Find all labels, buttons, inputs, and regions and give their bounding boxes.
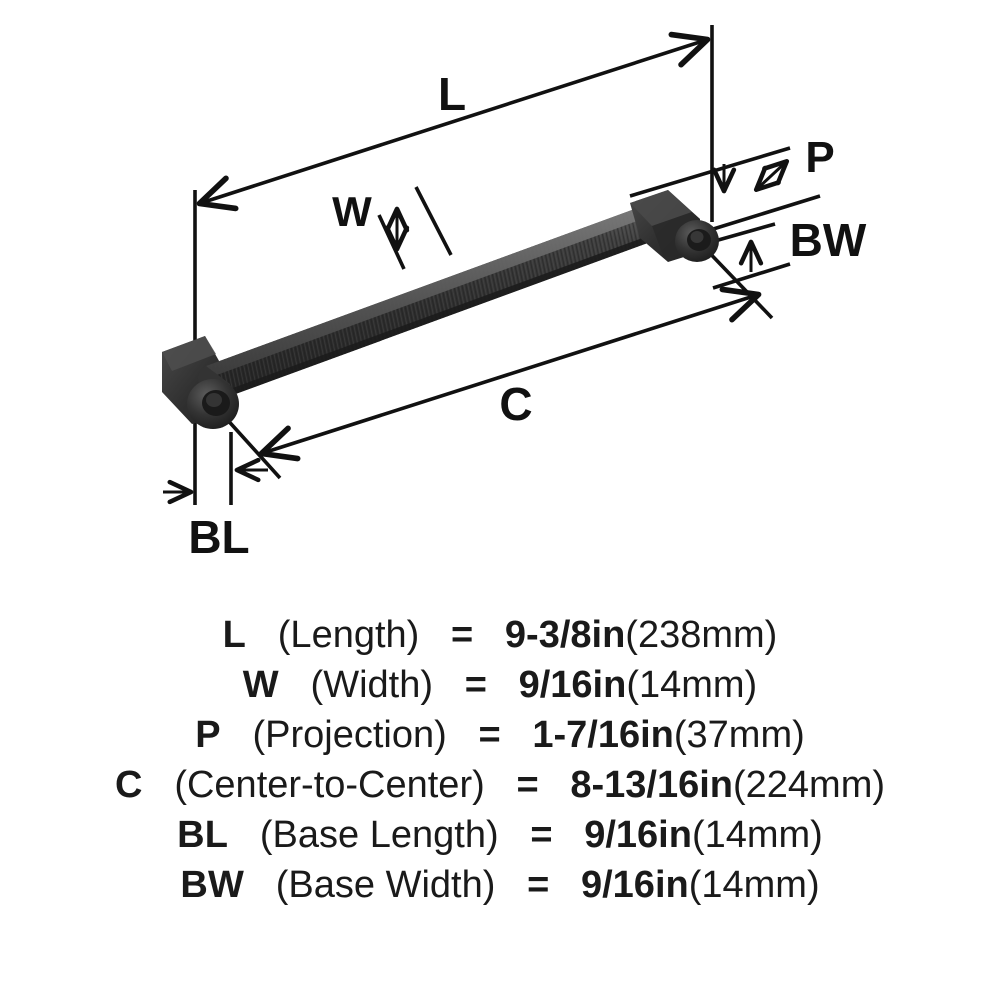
spec-row-base-width: BW (Base Width) = 9/16in(14mm) — [0, 866, 1000, 916]
dimension-C: C — [212, 241, 774, 480]
dimension-label-L: L — [438, 68, 466, 120]
spec-code-base-width: BW — [180, 864, 245, 906]
spec-metric-length: (238mm) — [625, 614, 778, 656]
handle-bar-lower-edge — [222, 233, 664, 396]
spec-name-projection: (Projection) — [252, 714, 447, 756]
spec-equals-base-length: = — [530, 814, 553, 856]
dimension-L: L — [196, 31, 711, 212]
spec-equals-width: = — [464, 664, 487, 706]
spec-equals-center-to-center: = — [516, 764, 539, 806]
spec-row-length: L (Length) = 9-3/8in(238mm) — [0, 616, 1000, 666]
dimension-label-BL: BL — [188, 511, 249, 563]
spec-value-projection: 1-7/16in — [532, 714, 674, 756]
specification-list: L (Length) = 9-3/8in(238mm) W (Width) = … — [0, 616, 1000, 916]
dimension-label-C: C — [499, 378, 532, 430]
spec-metric-projection: (37mm) — [673, 714, 805, 756]
spec-value-center-to-center: 8-13/16in — [570, 764, 733, 806]
spec-equals-base-width: = — [527, 864, 550, 906]
right-base-inner-highlight — [690, 231, 704, 243]
spec-row-projection: P (Projection) = 1-7/16in(37mm) — [0, 716, 1000, 766]
spec-equals-projection: = — [478, 714, 501, 756]
extension-line-p-upper — [629, 146, 791, 198]
spec-row-center-to-center: C (Center-to-Center) = 8-13/16in(224mm) — [0, 766, 1000, 816]
spec-value-width: 9/16in — [518, 664, 627, 706]
spec-name-base-width: (Base Width) — [275, 864, 496, 906]
spec-value-length: 9-3/8in — [504, 614, 626, 656]
handle-bar-rib-texture — [206, 207, 664, 396]
left-foot-top-facet — [162, 336, 216, 371]
spec-code-projection: P — [195, 714, 221, 756]
dimension-BL: BL — [163, 457, 268, 563]
spec-code-length: L — [222, 614, 247, 656]
spec-metric-width: (14mm) — [626, 664, 758, 706]
spec-row-base-length: BL (Base Length) = 9/16in(14mm) — [0, 816, 1000, 866]
handle-bar-top-bevel — [206, 207, 648, 376]
dimension-label-P: P — [805, 133, 834, 182]
extension-line-w-upper — [414, 186, 453, 256]
spec-equals-length: = — [451, 614, 474, 656]
product-diagram: L W P — [162, 25, 867, 563]
spec-code-width: W — [242, 664, 279, 706]
extension-line-bw-lower — [712, 262, 791, 290]
spec-name-width: (Width) — [310, 664, 433, 706]
handle-product-illustration — [162, 190, 719, 429]
spec-name-base-length: (Base Length) — [259, 814, 499, 856]
handle-bar — [197, 207, 664, 396]
spec-value-base-length: 9/16in — [584, 814, 692, 856]
diagram-canvas: L W P — [162, 25, 867, 563]
dimension-line-L — [196, 31, 711, 212]
dimension-BW: BW — [689, 214, 867, 290]
spec-row-width: W (Width) = 9/16in(14mm) — [0, 666, 1000, 716]
left-base-mount — [187, 379, 239, 429]
dimension-label-W: W — [332, 188, 372, 235]
spec-metric-center-to-center: (224mm) — [732, 764, 886, 806]
left-base-inner-highlight — [206, 393, 222, 407]
dimension-label-BW: BW — [790, 214, 867, 266]
right-elbow-top-facet — [630, 190, 692, 226]
dimension-line-P — [753, 158, 790, 193]
spec-code-center-to-center: C — [114, 764, 143, 806]
right-base-mount — [675, 220, 719, 262]
spec-name-length: (Length) — [277, 614, 420, 656]
spec-code-base-length: BL — [177, 814, 229, 856]
spec-name-center-to-center: (Center-to-Center) — [174, 764, 485, 806]
dimension-W: W — [332, 186, 453, 270]
spec-value-base-width: 9/16in — [580, 864, 689, 906]
extension-line-w-lower — [377, 214, 406, 270]
dimension-line-C — [258, 286, 762, 462]
spec-metric-base-length: (14mm) — [691, 814, 823, 856]
spec-metric-base-width: (14mm) — [688, 864, 820, 906]
